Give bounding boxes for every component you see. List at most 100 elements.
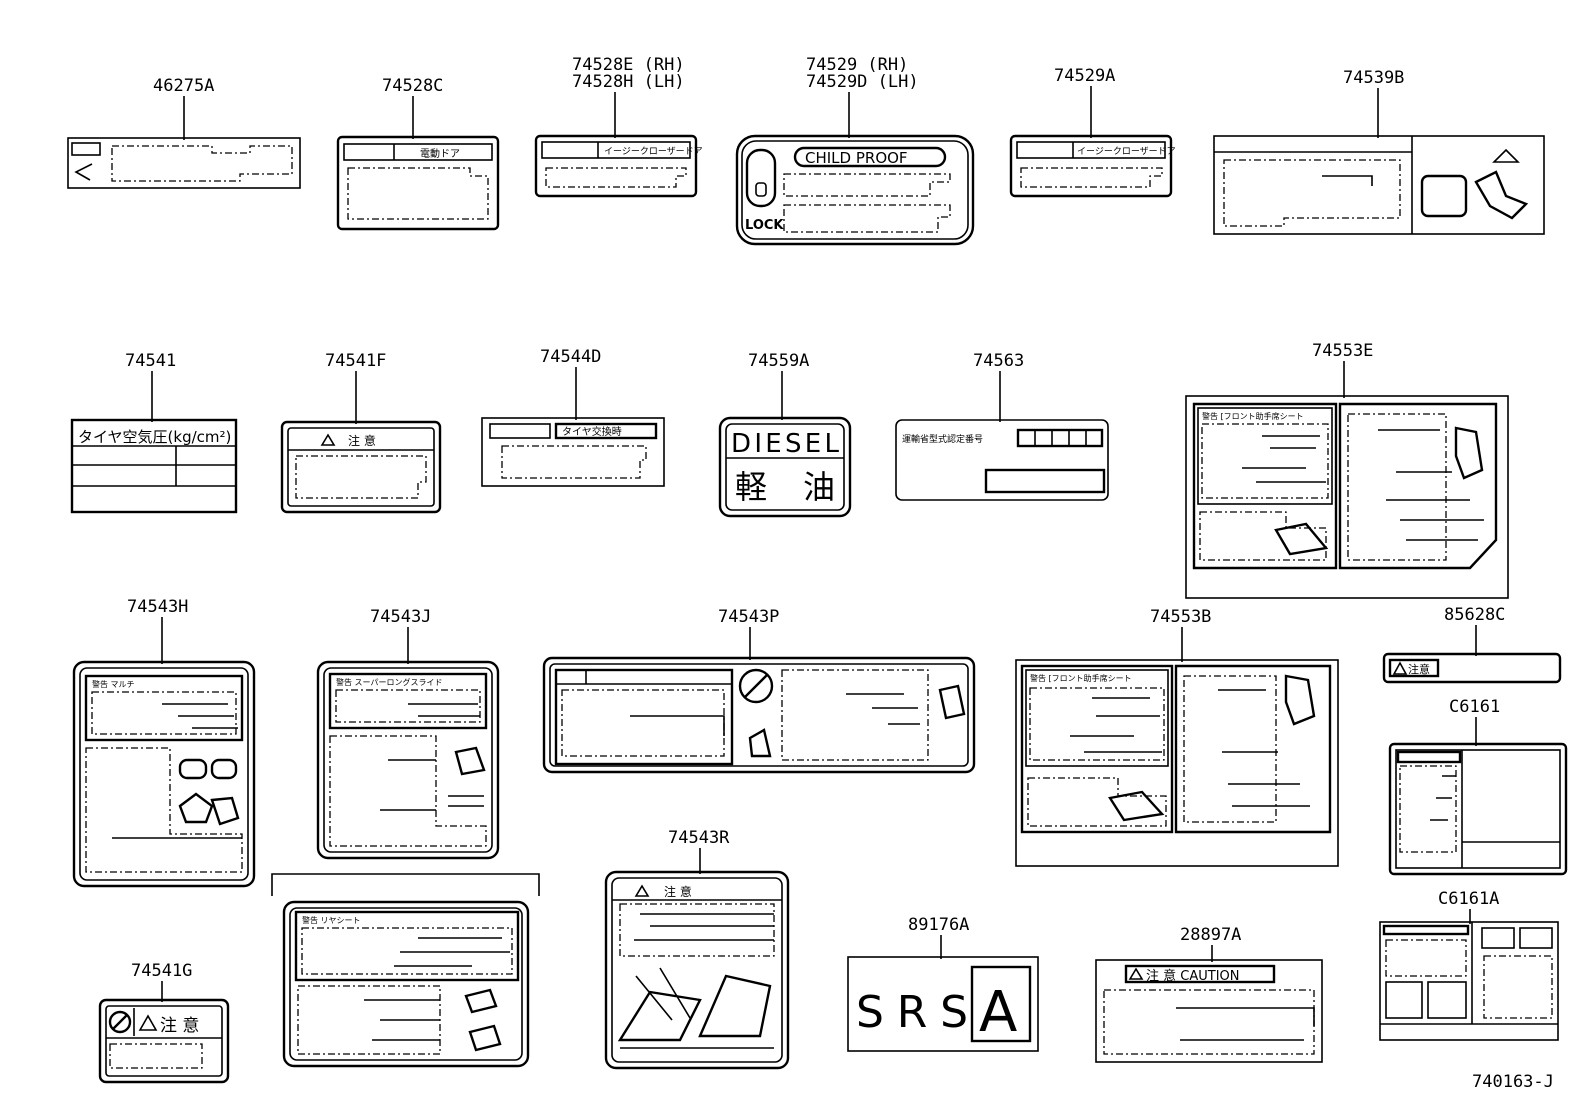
seat-icon <box>454 746 486 776</box>
seat-folding-icon-2 <box>698 974 772 1038</box>
text-block <box>1399 765 1457 853</box>
right-panel <box>1174 664 1332 834</box>
warning-text-block <box>91 691 237 735</box>
text-block <box>545 167 687 188</box>
label-inner-outline <box>79 667 249 881</box>
part-number-74541G: 74541G <box>131 961 192 981</box>
label-outline <box>534 134 698 198</box>
text-steps <box>380 759 436 811</box>
text-steps <box>1070 697 1162 753</box>
warning-triangle-icon <box>1392 661 1408 675</box>
child-proof-text: CHILD PROOF <box>805 149 908 167</box>
caution-text: 注 意 <box>664 884 692 899</box>
label-outline <box>1379 921 1559 1041</box>
text-block-1 <box>783 173 951 197</box>
text-block <box>1223 159 1401 227</box>
warning-text-block <box>1029 687 1165 761</box>
label-74543P: 74543P <box>542 607 976 774</box>
part-number-28897A: 28897A <box>1180 925 1241 945</box>
caution-text: 注 意 <box>160 1016 199 1036</box>
label-outline <box>1213 135 1545 235</box>
warning-box <box>328 672 488 730</box>
label-74543J: 74543J 警告 スーパーロングスライド <box>316 607 500 860</box>
child-seat-icon <box>1420 174 1468 218</box>
part-number-74528E: 74528E (RH) <box>572 55 685 75</box>
label-outline <box>718 416 852 518</box>
text-block-2 <box>783 204 951 233</box>
caution-banner <box>1124 964 1276 984</box>
number-field <box>984 468 1106 494</box>
label-rear-seat: 警告 リヤシート <box>282 900 530 1068</box>
label-46275A: 46275A <box>67 76 301 189</box>
warning-box <box>1197 407 1333 505</box>
approval-text: 運輸省型式認定番号 <box>902 433 983 445</box>
part-number-74539B: 74539B <box>1343 68 1404 88</box>
srs-a-box <box>970 965 1032 1043</box>
text-steps <box>1378 429 1484 541</box>
seat-icon-3 <box>178 792 214 824</box>
right-text-block <box>1347 413 1447 561</box>
warning-header: 警告 [フロント助手席シート <box>1030 673 1132 683</box>
box-2 <box>1427 981 1467 1019</box>
warning-triangle-icon <box>1128 967 1144 980</box>
seat-icon-1 <box>464 988 498 1014</box>
label-header <box>1016 141 1166 159</box>
text-step <box>1322 175 1373 186</box>
text-block <box>501 445 647 479</box>
diesel-text: DIESEL <box>731 429 840 459</box>
box-1 <box>1385 981 1423 1019</box>
seat-icon <box>938 684 966 720</box>
text-steps <box>1430 775 1456 821</box>
arrow-icon <box>74 163 93 181</box>
text-block <box>619 903 775 957</box>
seat-icon-small <box>748 728 772 758</box>
label-inner-outline <box>725 423 845 511</box>
label-89176A: 89176A SRS A <box>847 915 1039 1052</box>
label-outline <box>67 137 301 189</box>
warning-box <box>1025 669 1169 767</box>
label-74528E-74528H: 74528E (RH) 74528H (LH) イージークローザードア <box>534 55 703 198</box>
text-block-1 <box>1385 939 1467 977</box>
part-number-74563: 74563 <box>973 351 1024 371</box>
label-C6161A: C6161A <box>1379 889 1559 1041</box>
label-74528C: 74528C 電動ドア <box>336 76 500 231</box>
label-74543H: 74543H 警告 マルチ <box>72 597 256 888</box>
warning-box <box>294 910 520 982</box>
part-number-74543H: 74543H <box>127 597 188 617</box>
part-number-74543R: 74543R <box>668 828 730 848</box>
text-steps <box>408 703 480 717</box>
seat-icon-2 <box>210 758 238 780</box>
text-steps <box>364 999 440 1041</box>
text-steps <box>162 703 238 729</box>
part-number-46275A: 46275A <box>153 76 214 96</box>
child-proof-banner <box>793 146 947 168</box>
text-steps <box>846 693 920 725</box>
prohibited-icon-slash <box>112 1014 128 1030</box>
label-outline <box>735 134 975 246</box>
warning-header: 警告 マルチ <box>92 679 135 689</box>
label-outline <box>604 870 790 1070</box>
text-step <box>630 715 725 736</box>
label-inner-outline <box>611 877 783 1063</box>
seat-icon-2 <box>468 1024 502 1052</box>
header-text: イージークローザードア <box>604 146 703 157</box>
seat-folding-icon-1 <box>617 990 702 1042</box>
text-block <box>111 145 293 182</box>
lock-text: LOCK <box>745 218 784 233</box>
part-number-74529: 74529 (RH) <box>806 55 908 75</box>
warning-box <box>84 674 244 742</box>
caution-text: 注 意 CAUTION <box>1146 968 1239 984</box>
number-boxes <box>1016 428 1104 448</box>
part-number-74541F: 74541F <box>325 351 386 371</box>
label-outline <box>280 420 442 514</box>
text-block <box>109 1043 203 1069</box>
label-inner-outline <box>549 663 969 767</box>
label-74544D: 74544D タイヤ交換時 <box>481 347 665 487</box>
right-panel <box>1338 402 1498 570</box>
header-text: イージークローザードア <box>1077 146 1176 157</box>
text-block <box>1020 167 1163 188</box>
text-steps <box>1176 1007 1315 1041</box>
label-C6161: C6161 <box>1388 697 1568 876</box>
warning-triangle-icon <box>634 884 650 897</box>
label-85628C: 85628C 注意 <box>1382 605 1562 684</box>
